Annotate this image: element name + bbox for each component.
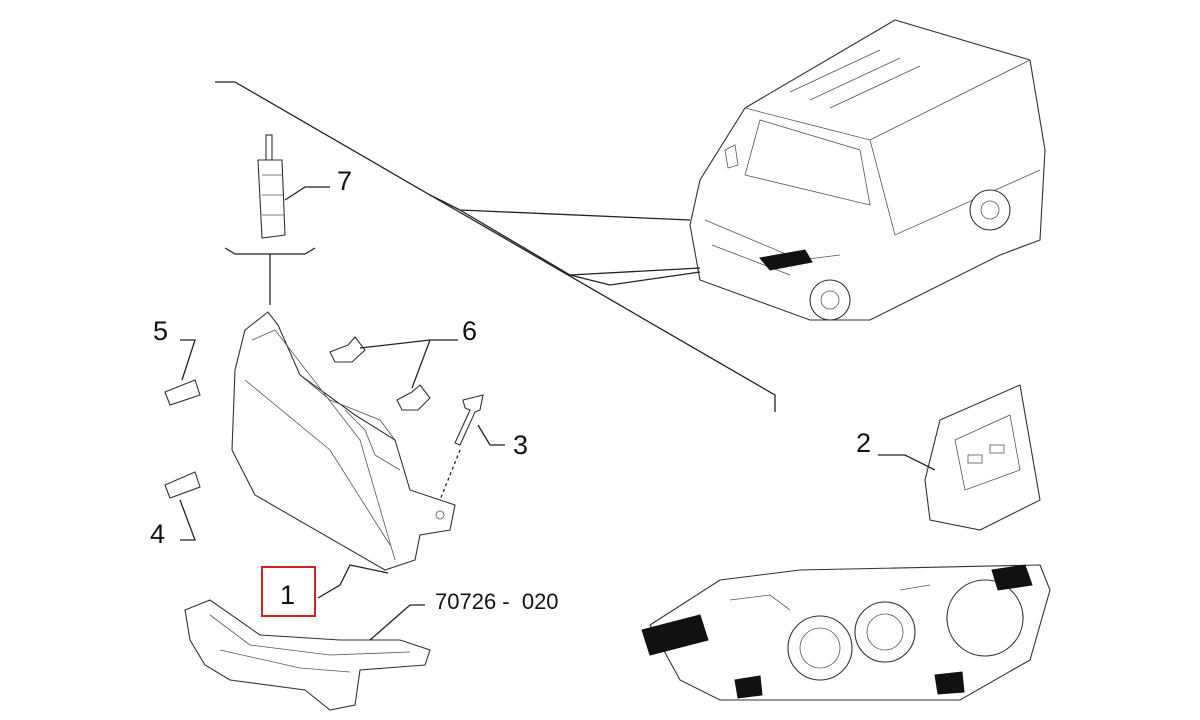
callout-label-7: 7 (337, 166, 352, 196)
van-leader-lines (215, 81, 776, 412)
small-bulb-part-4 (164, 471, 201, 541)
callout-label-6: 6 (462, 316, 477, 346)
adjusters-part-6 (329, 336, 458, 411)
module-part-2 (878, 384, 1041, 531)
callout-label-1: 1 (280, 580, 295, 610)
small-bulb-part-5 (164, 339, 201, 406)
headlamp-rear-view (641, 564, 1051, 701)
callout-label-5: 5 (153, 316, 168, 346)
screw-part-3 (439, 394, 505, 501)
callout-label-3: 3 (513, 430, 528, 460)
bulb-part-7 (224, 134, 330, 305)
van-illustration (689, 19, 1046, 321)
callout-1-highlight-box (261, 566, 316, 617)
callout-label-2: 2 (856, 428, 871, 458)
diagram-code: 70726 - 020 (435, 589, 559, 614)
bracket-part (184, 599, 431, 711)
callout-label-4: 4 (150, 519, 165, 549)
headlamp-part-1 (231, 311, 456, 599)
